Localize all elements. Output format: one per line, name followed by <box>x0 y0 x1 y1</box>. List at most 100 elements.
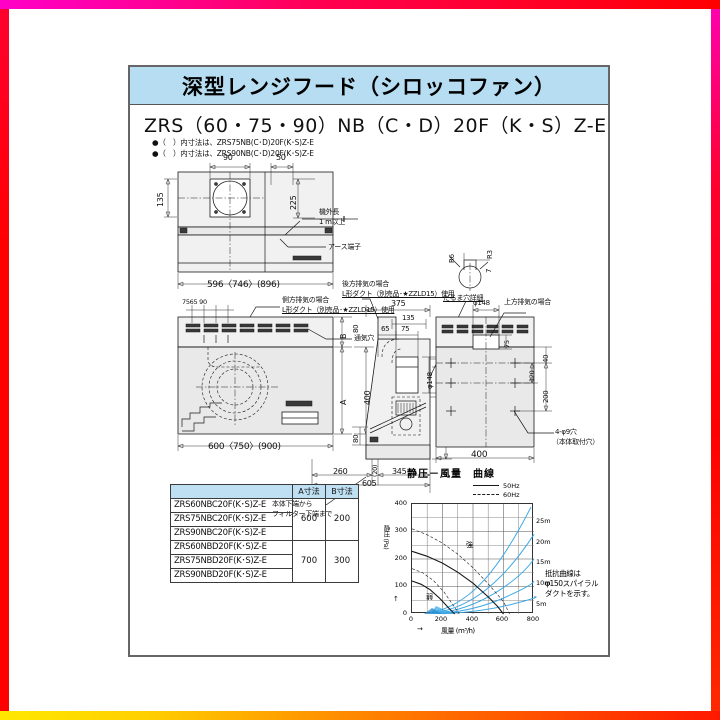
dim-65: 65 <box>381 325 390 333</box>
static-pressure-airflow-chart: 静圧－風量 曲線 50Hz 60Hz <box>382 465 600 650</box>
dim-75-65-90: 7565 90 <box>182 298 207 306</box>
cell-model: ZRS90NBD20F(K･S)Z-E <box>170 568 293 583</box>
xtick-200: 200 <box>434 615 448 623</box>
cell-b: 300 <box>325 540 359 583</box>
label-vent-hole: 通気穴 <box>354 334 375 342</box>
table-row: ZRS60NBC20F(K･S)Z-E 600 200 <box>170 498 359 541</box>
dim-40: 40 <box>542 354 550 363</box>
resistance-curve-note: 抵抗曲線は φ150スパイラル ダクトを示す。 <box>545 569 599 599</box>
dim-225: 225 <box>289 195 298 210</box>
label-R6: R6 <box>448 254 456 263</box>
xaxis-arrow: → <box>417 625 423 633</box>
resistance-note-line-2: φ150スパイラル <box>545 579 599 588</box>
xtick-800: 800 <box>526 615 540 623</box>
label-cord-length: 機外長 <box>319 208 340 216</box>
spec-table: A寸法 B寸法 ZRS60NBC20F(K･S)Z-E 600 200 ZRS7… <box>170 484 359 583</box>
daruma-detail-title: だるま穴詳細 <box>443 294 484 302</box>
dim-200: 200 <box>542 390 550 403</box>
chart-xlabel: 風量 (m³/h) <box>441 627 475 635</box>
cell-a: 600 <box>292 498 326 541</box>
label-rear-exhaust: 後方排気の場合 <box>342 280 389 288</box>
label-earth-terminal: アース端子 <box>328 243 361 251</box>
model-name: ZRS（60・75・90）NB（C・D）20F（K・S）Z-E <box>144 115 607 137</box>
dim-110: 110 <box>439 378 447 391</box>
ytick-300: 300 <box>394 526 407 534</box>
legend-label-60hz: 60Hz <box>503 490 520 499</box>
cell-model: ZRS75NBD20F(K･S)Z-E <box>170 554 293 569</box>
resistance-note-line-3: ダクトを示す。 <box>545 589 594 598</box>
resistance-label-25m: 25m <box>536 517 551 525</box>
legend-swatch-dashed <box>473 494 499 495</box>
dim-75-top: 75 <box>503 340 511 348</box>
table-header-row: A寸法 B寸法 <box>170 484 359 499</box>
dim-80-top: 80 <box>352 324 360 333</box>
label-mount-holes: 4-φ9穴 <box>555 428 577 436</box>
dim-260: 260 <box>333 467 348 476</box>
legend-item-60hz: 60Hz <box>473 490 520 499</box>
yaxis-arrow: ↑ <box>393 595 399 603</box>
cell-model: ZRS60NBD20F(K･S)Z-E <box>170 540 293 555</box>
xtick-400: 400 <box>465 615 479 623</box>
resistance-label-20m: 20m <box>536 538 551 546</box>
dim-400-bottom: 400 <box>363 390 372 405</box>
ytick-400: 400 <box>394 499 407 507</box>
cell-a: 700 <box>292 540 326 583</box>
label-rear-duct: L形ダクト（別売品･★ZZLD15）使用 <box>342 290 455 298</box>
dim-135-sec: 135 <box>402 314 415 322</box>
note-line-2: ●（ ）内寸法は、ZRS90NB(C･D)20F(K･S)Z-E <box>152 149 314 158</box>
dim-375: 375 <box>391 299 406 308</box>
dim-A: A <box>339 399 348 405</box>
dim-75-sec: 75 <box>401 325 410 333</box>
ytick-100: 100 <box>394 581 407 589</box>
cell-b: 200 <box>325 498 359 541</box>
cell-model: ZRS90NBC20F(K･S)Z-E <box>170 526 293 541</box>
th-a: A寸法 <box>292 484 326 499</box>
dim-80: 80 <box>352 434 360 443</box>
dim-400-top: 400 <box>471 450 488 460</box>
label-width-7: 7 <box>485 268 493 273</box>
ytick-200: 200 <box>394 554 407 562</box>
dim-B: B <box>339 333 348 339</box>
dim-135: 135 <box>156 192 165 207</box>
xtick-0: 0 <box>408 615 414 623</box>
resistance-note-line-1: 抵抗曲線は <box>545 569 581 578</box>
legend-label-50hz: 50Hz <box>503 481 520 490</box>
dim-605: 605 <box>362 479 377 488</box>
label-cord-length-2: 1 m以上 <box>319 218 345 226</box>
dim-20: (20) <box>371 464 379 477</box>
dim-345: 345 <box>392 467 407 476</box>
drawing-sheet: 深型レンジフード（シロッコファン） ZRS（60・75・90）NB（C・D）20… <box>9 9 711 711</box>
resistance-label-10m: 10m <box>536 579 551 587</box>
dim-front-width: 596〈746〉(896) <box>207 280 280 290</box>
dim-phi148-sec: φ148 <box>426 372 434 389</box>
cell-model: ZRS75NBC20F(K･S)Z-E <box>170 512 293 527</box>
label-R3: R3 <box>486 250 494 259</box>
label-up-exhaust: 上方排気の場合 <box>504 298 551 306</box>
chart-title: 静圧－風量 曲線 <box>407 469 495 480</box>
resistance-label-5m: 5m <box>536 600 547 608</box>
chart-svg <box>411 504 537 615</box>
dim-90: 90 <box>223 153 233 162</box>
label-side-duct: L形ダクト（別売品･★ZZLD15）使用 <box>282 306 395 314</box>
resistance-label-15m: 15m <box>536 558 551 566</box>
dim-50: 50 <box>276 153 286 162</box>
dim-120: 120 <box>528 370 536 382</box>
label-side-exhaust: 側方排気の場合 <box>282 296 329 304</box>
table-row: ZRS75NBC20F(K･S)Z-E <box>170 512 359 527</box>
spec-panel: 深型レンジフード（シロッコファン） ZRS（60・75・90）NB（C・D）20… <box>128 65 610 657</box>
legend-item-50hz: 50Hz <box>473 481 520 490</box>
dim-phi148-top: φ148 <box>473 299 490 307</box>
th-blank <box>170 484 293 499</box>
table-row: ZRS60NBD20F(K･S)Z-E 700 300 <box>170 540 359 583</box>
page-title: 深型レンジフード（シロッコファン） <box>182 74 556 99</box>
panel-title-bar: 深型レンジフード（シロッコファン） <box>130 67 608 105</box>
curve-label-high: 強 <box>466 541 473 549</box>
xtick-600: 600 <box>495 615 509 623</box>
note-line-1: ●（ ）内寸法は、ZRS75NB(C･D)20F(K･S)Z-E <box>152 138 314 147</box>
table-row: ZRS90NBD20F(K･S)Z-E <box>170 568 359 583</box>
th-b: B寸法 <box>325 484 359 499</box>
cell-model: ZRS60NBC20F(K･S)Z-E <box>170 498 293 513</box>
dim-400-sec: 400 <box>443 412 452 427</box>
chart-ylabel: 静圧 (Pa) <box>382 525 390 550</box>
